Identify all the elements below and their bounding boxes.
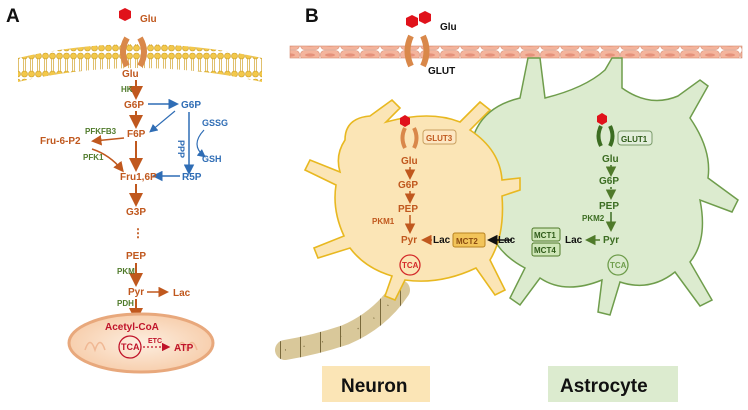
panel-b-letter: B [305,6,319,27]
enzyme-hk: HK [121,85,133,94]
gssg-label: GSSG [202,118,228,128]
glut3-transporter-icon [400,127,419,149]
f6p-a: F6P [127,129,146,140]
mct1-label: MCT1 [534,231,556,240]
etc-label: ETC [148,338,162,345]
glucose-hexagon-icon [119,8,131,21]
enzyme-pkm: PKM [117,267,135,276]
enzyme-pdh: PDH [117,299,134,308]
neuron-label: Neuron [341,376,408,397]
neuron-glu: Glu [401,156,418,167]
astro-glu: Glu [602,154,619,165]
panel-a-letter: A [6,6,20,27]
transporter-a-icon [120,36,147,68]
mct4-label: MCT4 [534,246,556,255]
astrocyte-label: Astrocyte [560,376,648,397]
enzyme-pfkfb3: PFKFB3 [85,127,117,136]
tca-cycle-a-icon [118,335,142,359]
g6p-a: G6P [124,100,144,111]
glucose-hexagon-icon [400,115,410,127]
acetyl-coa-label: Acetyl-CoA [105,322,159,333]
gsh-label: GSH [202,154,222,164]
glut3-label: GLUT3 [426,134,453,143]
glut1-box [617,130,653,146]
neuron-tca: TCA [402,261,419,270]
glut-label: GLUT [428,66,455,77]
neuron-g6p: G6P [398,180,418,191]
glu-in-a: Glu [122,69,139,80]
astro-pkm2: PKM2 [582,214,605,223]
neuron-pyr: Pyr [401,235,417,246]
astro-lac: Lac [565,235,583,246]
fru6p2-label: Fru-6-P2 [40,136,81,147]
lac-a: Lac [173,288,191,299]
mct2-box [452,232,486,248]
enzyme-pfk1: PFK1 [83,153,104,162]
pep-a: PEP [126,251,146,262]
g6p-ppp: G6P [181,100,201,111]
dots-a: ⋮ [132,226,144,240]
glu-out-a: Glu [140,14,157,25]
glut1-transporter-icon [596,125,615,147]
g3p-a: G3P [126,207,146,218]
mct1-box [531,227,561,242]
astro-tca-icon [607,254,629,276]
axon [275,280,410,360]
mitochondrion-icon [67,312,215,374]
glut3-box [422,129,457,145]
neuron-lac: Lac [433,235,451,246]
glucose-hexagon-icon [419,11,431,24]
mct4-box [531,242,561,257]
ppp-label: PPP [176,140,186,158]
r5p-label: R5P [182,172,202,183]
lac-between: Lac [498,235,516,246]
glucose-hexagon-icon [406,15,418,28]
astrocyte-label-box [548,366,678,402]
blood-vessel-wall [289,45,743,59]
neuron-pep: PEP [398,204,418,215]
glucose-hexagon-icon [597,113,607,125]
neuron-tca-icon [399,254,421,276]
pyr-a: Pyr [128,287,144,298]
axon-segments [284,289,401,351]
atp-label: ATP [174,343,194,354]
neuron-pkm1: PKM1 [372,217,395,226]
mct2-label: MCT2 [456,237,478,246]
astrocyte-cell [449,57,739,316]
glu-out-b: Glu [440,22,457,33]
astro-tca: TCA [610,261,627,270]
glut1-label: GLUT1 [621,135,648,144]
astro-pyr: Pyr [603,235,619,246]
tca-a: TCA [121,342,140,352]
astro-pep: PEP [599,201,619,212]
glut-transporter-icon [404,34,430,68]
neuron-label-box [322,366,430,402]
fru16p-a: Fru1,6P [120,172,157,183]
astro-g6p: G6P [599,176,619,187]
